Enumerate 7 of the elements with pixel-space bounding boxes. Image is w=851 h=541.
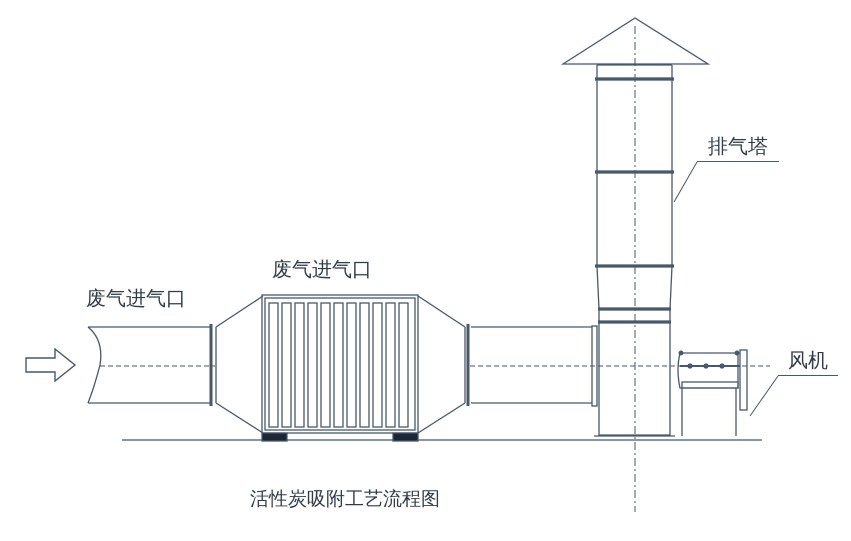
leader-line bbox=[750, 376, 778, 416]
diagram-caption: 活性炭吸附工艺流程图 bbox=[250, 487, 440, 512]
part-label: 废气进气口 bbox=[86, 285, 186, 312]
part-label: 废气进气口 bbox=[272, 256, 372, 283]
leader-label: 风机 bbox=[778, 346, 838, 376]
leader-line bbox=[674, 162, 698, 202]
leader-label: 排气塔 bbox=[697, 132, 779, 162]
